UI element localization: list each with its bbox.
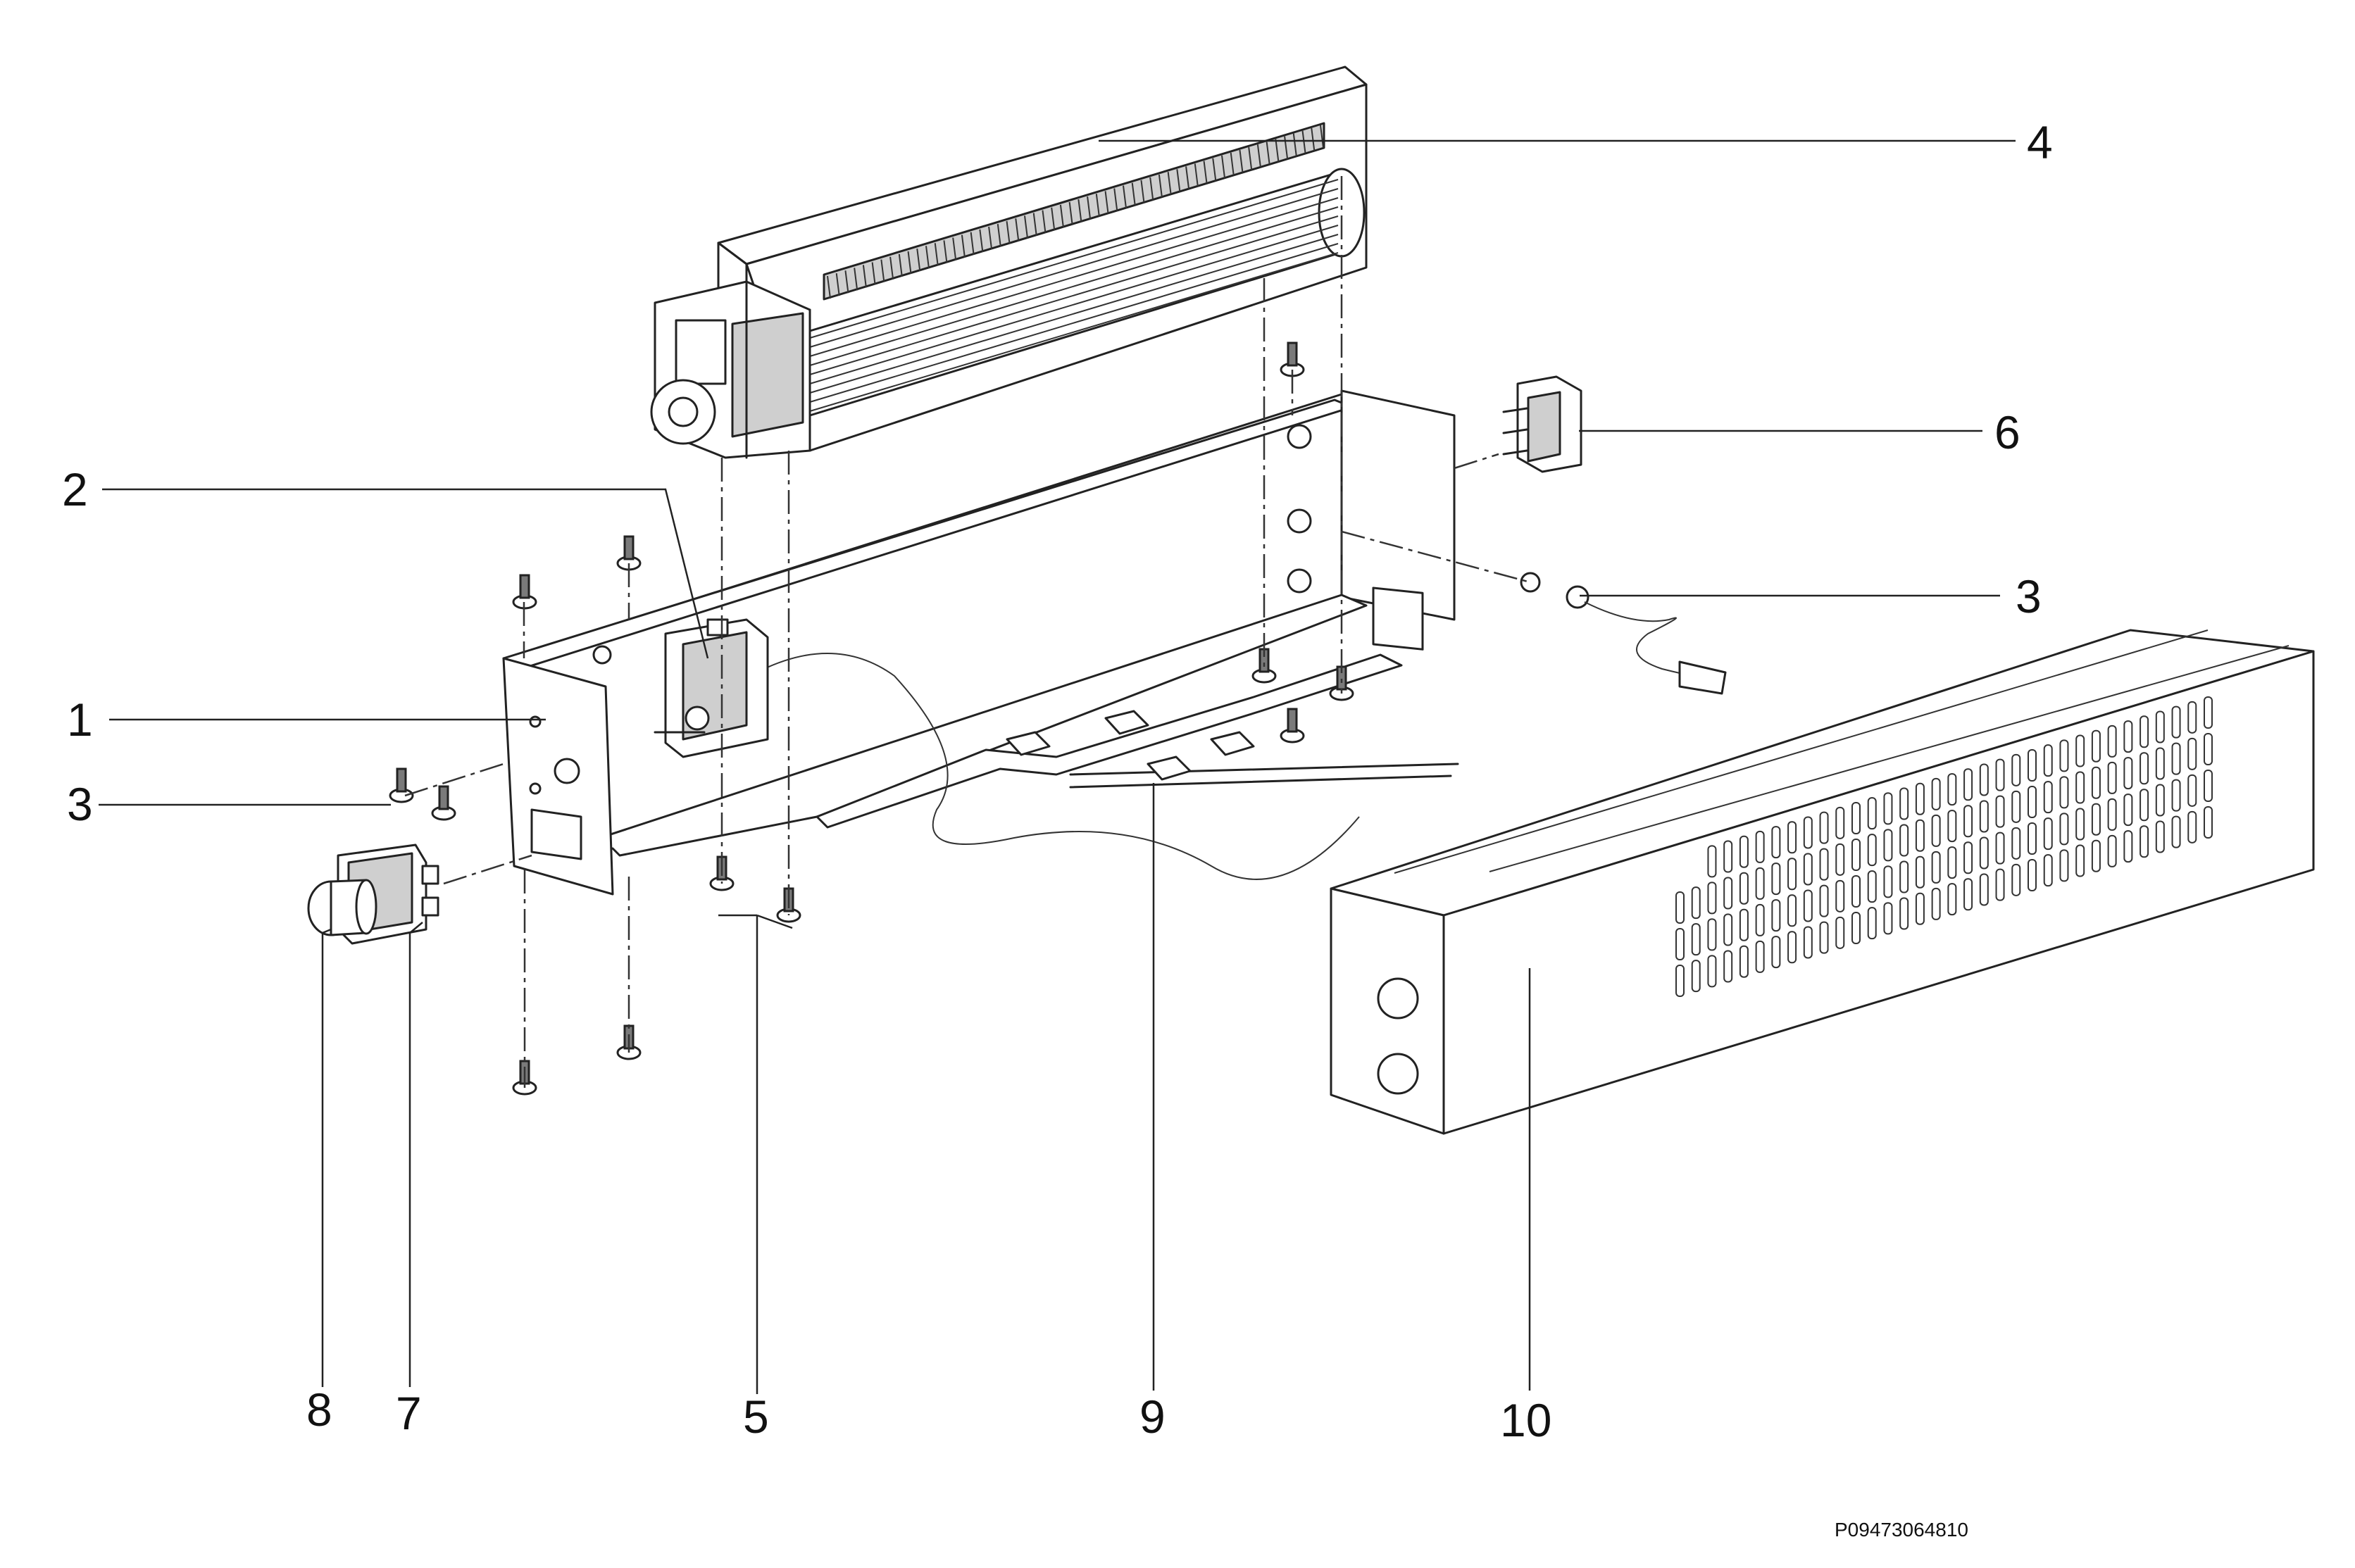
- power-socket-part: [1502, 375, 1582, 473]
- leader-lines: [99, 139, 2016, 1394]
- fan-grille: [827, 125, 1324, 299]
- label-part-3-left: 3: [67, 778, 93, 830]
- ground-wire-part: [1520, 572, 1727, 695]
- thermostat-part: [654, 618, 769, 758]
- label-part-8: 8: [306, 1384, 332, 1436]
- chassis-frame-part: [502, 389, 1456, 896]
- label-part-2: 2: [62, 463, 88, 515]
- callout-labels: 1 2 3 3 4 5 6 7 8 9 10 P09473064810: [62, 116, 2053, 1541]
- fan-rotor: [809, 179, 1339, 412]
- label-part-1: 1: [67, 694, 93, 746]
- fan-assembly-part: [650, 65, 1368, 459]
- label-part-3-right: 3: [2016, 570, 2042, 622]
- outer-casing-part: [1330, 629, 2315, 1135]
- label-part-4: 4: [2027, 116, 2053, 168]
- heating-element-part: [707, 653, 1459, 880]
- label-part-7: 7: [396, 1387, 422, 1439]
- casing-vent-slots: [1675, 696, 2213, 997]
- label-part-6: 6: [1994, 406, 2020, 458]
- label-part-5: 5: [743, 1391, 769, 1443]
- label-part-9: 9: [1139, 1391, 1166, 1443]
- drawing-code: P09473064810: [1835, 1519, 1968, 1541]
- assembly-centerlines: [404, 176, 1531, 1088]
- switch-knob-part: [307, 879, 377, 936]
- label-part-10: 10: [1500, 1394, 1551, 1446]
